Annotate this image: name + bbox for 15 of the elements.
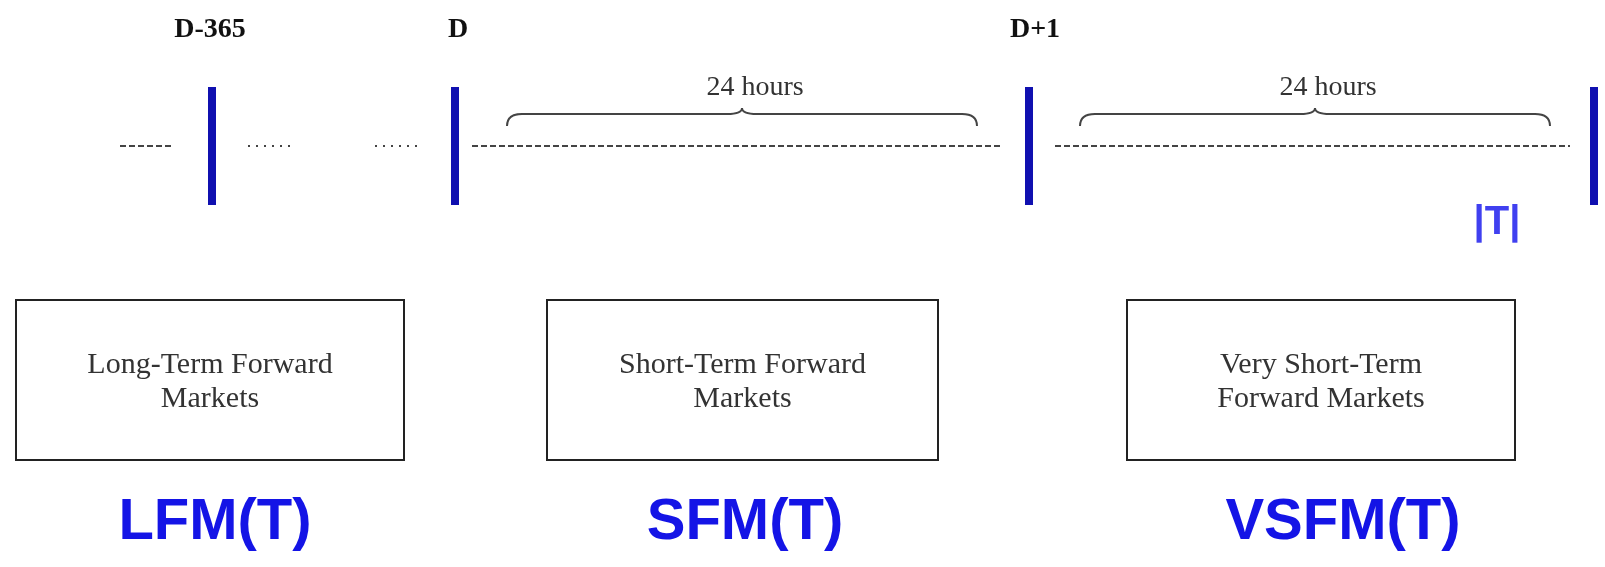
symbol-label: |T| [1473,198,1521,243]
market-box [1126,299,1516,461]
market-abbreviation: SFM(T) [646,488,844,550]
date-label: D-365 [174,12,246,44]
date-label: D+1 [1009,12,1061,44]
duration-label: 24 hours [706,70,804,102]
market-name: Short-Term Forward Markets [618,346,867,414]
date-label: D [447,12,469,44]
market-abbreviation: VSFM(T) [1225,488,1461,550]
market-box [546,299,939,461]
market-box [15,299,405,461]
market-name: Very Short-Term Forward Markets [1216,346,1426,414]
market-abbreviation: LFM(T) [118,488,312,550]
duration-label: 24 hours [1279,70,1377,102]
market-name: Long-Term Forward Markets [86,346,334,414]
